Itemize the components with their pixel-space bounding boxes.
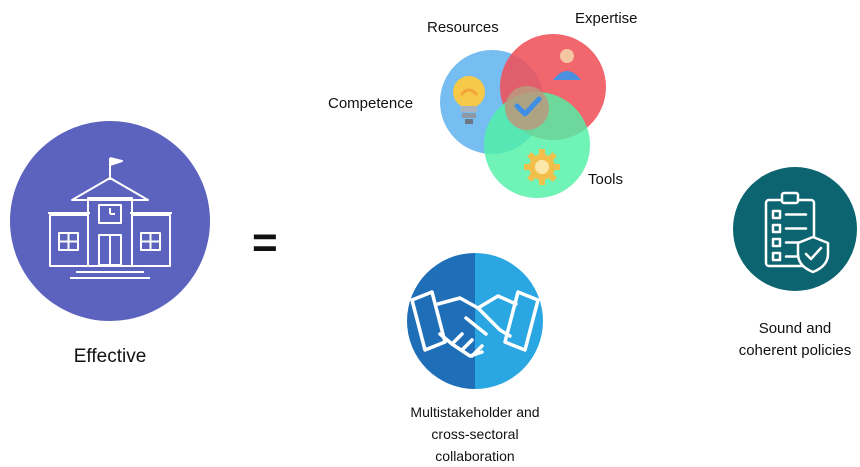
handshake-icon — [410, 290, 540, 358]
venn-label-resources: Resources — [427, 19, 499, 36]
school-circle-bg — [10, 121, 210, 321]
person-icon — [553, 49, 581, 80]
lightbulb-icon — [453, 76, 485, 124]
policies-label-line-2: coherent policies — [738, 342, 852, 359]
equals-sign: = — [252, 218, 278, 267]
check-icon — [514, 96, 542, 117]
policies-label: Sound and coherent policies — [712, 318, 860, 362]
collaboration-label-line-2: cross-sectoral — [431, 426, 519, 442]
collaboration-label-line-1: Multistakeholder and — [410, 404, 540, 420]
venn-label-tools: Tools — [588, 171, 624, 188]
school-building-icon — [48, 157, 172, 279]
clipboard-shield-icon — [764, 191, 830, 274]
effective-label: Effective — [73, 346, 147, 367]
venn-label-expertise: Expertise — [575, 10, 638, 27]
gear-icon — [524, 149, 560, 185]
venn-label-competence: Competence — [328, 95, 414, 112]
policies-label-line-1: Sound and — [758, 320, 832, 337]
